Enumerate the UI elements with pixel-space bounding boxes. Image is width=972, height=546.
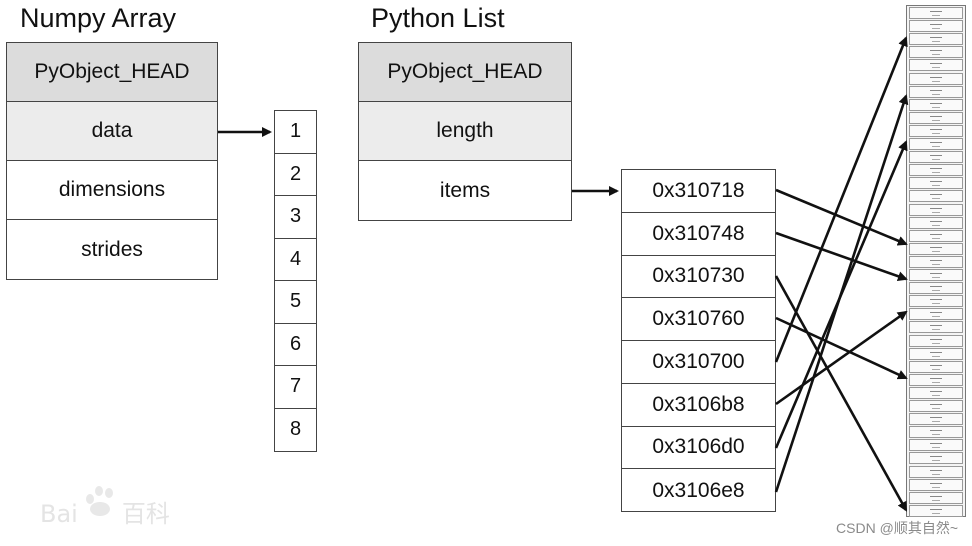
memory-object-box (909, 347, 963, 360)
memory-object-box (909, 426, 963, 439)
memory-object-box (909, 20, 963, 33)
pointer-address: 0x310730 (622, 256, 775, 299)
memory-object-box (909, 360, 963, 373)
buffer-value: 1 (275, 111, 316, 154)
memory-object-box (909, 373, 963, 386)
pointer-address: 0x310748 (622, 213, 775, 256)
pointer-address: 0x3106e8 (652, 478, 745, 502)
memory-object-box (909, 491, 963, 504)
baidu-watermark: Bai 百科 (40, 494, 170, 529)
memory-object-box (909, 386, 963, 399)
memory-object-box (909, 465, 963, 478)
memory-object-box (909, 111, 963, 124)
python-list-title: Python List (371, 3, 505, 33)
buffer-value: 6 (275, 324, 316, 366)
baidu-watermark-suffix: 百科 (121, 500, 170, 528)
pointer-address: 0x3106d0 (622, 427, 775, 470)
buffer-value: 3 (275, 196, 316, 239)
memory-object-box (909, 269, 963, 281)
memory-objects-column (906, 5, 966, 517)
memory-object-box (909, 504, 963, 517)
pointer-address: 0x310760 (622, 298, 775, 341)
pylist-field-items: items (439, 178, 491, 202)
ref-arrow (775, 188, 908, 246)
memory-object-box (909, 124, 963, 137)
memory-object-box (909, 33, 963, 46)
memory-object-box (909, 413, 963, 426)
memory-object-box (909, 452, 963, 465)
buffer-value: 2 (275, 154, 316, 196)
memory-object-box (909, 439, 963, 452)
ref-arrow (775, 310, 908, 406)
memory-object-box (909, 85, 963, 98)
pointer-address: 0x310718 (622, 170, 775, 213)
memory-object-box (909, 72, 963, 85)
memory-object-box (909, 151, 963, 164)
memory-object-box (909, 164, 963, 177)
memory-object-box (909, 334, 963, 347)
pylist-struct: PyObject_HEAD length items (358, 42, 572, 221)
numpy-struct: PyObject_HEAD data dimensions strides (6, 42, 218, 280)
memory-object-box (909, 478, 963, 491)
pylist-field-pyobject-head: PyObject_HEAD (359, 43, 571, 102)
buffer-value: 8 (289, 418, 302, 441)
memory-object-box (909, 216, 963, 229)
memory-object-box (909, 229, 963, 242)
ref-arrow (775, 231, 908, 282)
numpy-field-data: data (7, 102, 217, 161)
memory-object-box (909, 282, 963, 295)
memory-object-box (909, 190, 963, 203)
numpy-field-dimensions: dimensions (7, 161, 217, 220)
buffer-value: 5 (275, 281, 316, 324)
numpy-field-pyobject-head: PyObject_HEAD (7, 43, 217, 102)
numpy-field-strides: strides (81, 237, 143, 261)
memory-object-box (909, 177, 963, 190)
numpy-data-buffer: 1 2 3 4 5 6 7 8 (274, 110, 317, 452)
ref-arrow (775, 316, 908, 380)
ref-arrow (774, 94, 909, 493)
memory-object-box (909, 255, 963, 268)
buffer-value: 4 (275, 239, 316, 281)
memory-object-box (909, 46, 963, 59)
memory-object-box (909, 138, 963, 150)
memory-object-box (909, 7, 963, 19)
memory-object-box (909, 242, 963, 255)
csdn-watermark: CSDN @顺其自然~ (836, 520, 958, 536)
pylist-field-length: length (359, 102, 571, 161)
memory-object-box (909, 400, 963, 412)
buffer-value: 7 (275, 366, 316, 409)
ref-arrow (774, 275, 908, 512)
memory-object-box (909, 203, 963, 216)
memory-object-box (909, 308, 963, 321)
pointer-address: 0x310700 (622, 341, 775, 384)
baidu-paw-icon (82, 484, 118, 518)
baidu-watermark-text: Bai (40, 500, 78, 528)
ref-arrow (774, 36, 908, 363)
pointer-address: 0x3106b8 (622, 384, 775, 427)
memory-object-box (909, 59, 963, 72)
memory-object-box (909, 295, 963, 308)
memory-object-box (909, 321, 963, 334)
pylist-pointer-array: 0x310718 0x310748 0x310730 0x310760 0x31… (621, 169, 776, 512)
memory-object-box (909, 98, 963, 111)
numpy-title: Numpy Array (20, 3, 177, 33)
